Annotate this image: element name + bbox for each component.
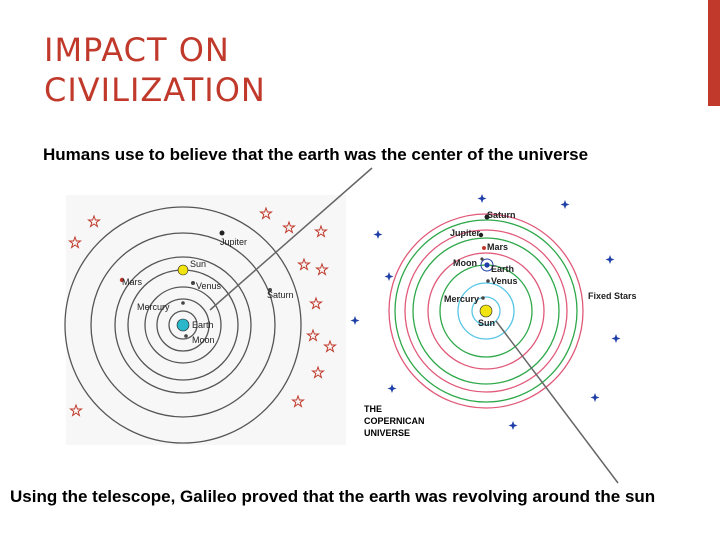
star-icon [282, 220, 296, 234]
geocentric-stars [68, 206, 337, 417]
geocentric-earth [176, 318, 190, 332]
heliocentric-orbits [388, 213, 584, 409]
star-icon [314, 224, 328, 238]
star-icon [323, 339, 337, 353]
star-icon [309, 296, 323, 310]
heliocentric-model: Saturn Jupiter Mars Moon Earth Venus Mer… [350, 194, 637, 438]
fixed-stars [350, 194, 621, 430]
star-icon [69, 403, 83, 417]
helio-jupiter [478, 232, 484, 238]
helio-earth [484, 262, 490, 268]
fixed-star-icon [387, 384, 397, 393]
accent-bar [708, 0, 720, 106]
star-icon [306, 328, 320, 342]
geocentric-sun [177, 264, 189, 276]
star-icon [291, 394, 305, 408]
geocentric-mars [119, 277, 125, 283]
helio-mercury [481, 296, 485, 300]
fixed-star-icon [373, 230, 383, 239]
geo-label-moon: Moon [192, 335, 215, 345]
helio-label-earth: Earth [491, 264, 514, 274]
helio-venus [486, 279, 490, 283]
star-icon [259, 206, 273, 220]
geo-label-mars: Mars [122, 277, 142, 287]
helio-moon [480, 257, 484, 261]
helio-mars [482, 246, 486, 250]
fixed-star-icon [590, 393, 600, 402]
title-line-2: CIVILIZATION [44, 71, 266, 109]
helio-label-venus: Venus [491, 276, 518, 286]
geo-label-jupiter: Jupiter [220, 237, 247, 247]
caption-top: Humans use to believe that the earth was… [43, 145, 589, 164]
helio-label-fixed-stars: Fixed Stars [588, 291, 637, 301]
star-icon [68, 235, 82, 249]
slide-title: IMPACT ON CIVILIZATION [44, 30, 266, 110]
moon-orbit [480, 258, 494, 272]
geocentric-mercury [181, 301, 185, 305]
geocentric-orbits [64, 206, 302, 444]
helio-sun [479, 304, 493, 318]
geo-label-sun: Sun [190, 259, 206, 269]
copernican-title-line-2: COPERNICAN [364, 416, 425, 426]
fixed-star-icon [560, 200, 570, 209]
fixed-star-icon [477, 194, 487, 203]
caption-bottom: Using the telescope, Galileo proved that… [10, 487, 656, 506]
fixed-star-icon [384, 272, 394, 281]
helio-label-mercury: Mercury [444, 294, 479, 304]
geo-label-earth: Earth [192, 320, 214, 330]
copernican-title-line-3: UNIVERSE [364, 428, 410, 438]
fixed-star-icon [605, 255, 615, 264]
geocentric-model: Jupiter Sun Venus Mars Saturn Mercury Ea… [64, 195, 346, 445]
helio-label-jupiter: Jupiter [450, 228, 481, 238]
helio-label-mars: Mars [487, 242, 508, 252]
fixed-star-icon [350, 316, 360, 325]
pointer-line-bottom [495, 320, 619, 484]
geocentric-venus [191, 281, 195, 285]
pointer-line-top [209, 167, 373, 311]
star-icon [311, 365, 325, 379]
helio-label-saturn: Saturn [487, 210, 516, 220]
fixed-star-icon [611, 334, 621, 343]
geo-label-venus: Venus [196, 281, 222, 291]
copernican-title-line-1: THE [364, 404, 382, 414]
star-icon [315, 262, 329, 276]
geo-label-saturn: Saturn [267, 290, 294, 300]
fixed-star-icon [508, 421, 518, 430]
geocentric-saturn [268, 288, 272, 292]
geocentric-moon [184, 334, 188, 338]
geocentric-jupiter [219, 230, 225, 236]
helio-label-sun: Sun [478, 318, 495, 328]
geocentric-background [66, 195, 346, 445]
helio-saturn [484, 214, 490, 220]
helio-label-moon: Moon [453, 258, 477, 268]
star-icon [87, 214, 101, 228]
title-line-1: IMPACT ON [44, 31, 230, 69]
star-icon [297, 257, 311, 271]
geo-label-mercury: Mercury [137, 302, 170, 312]
